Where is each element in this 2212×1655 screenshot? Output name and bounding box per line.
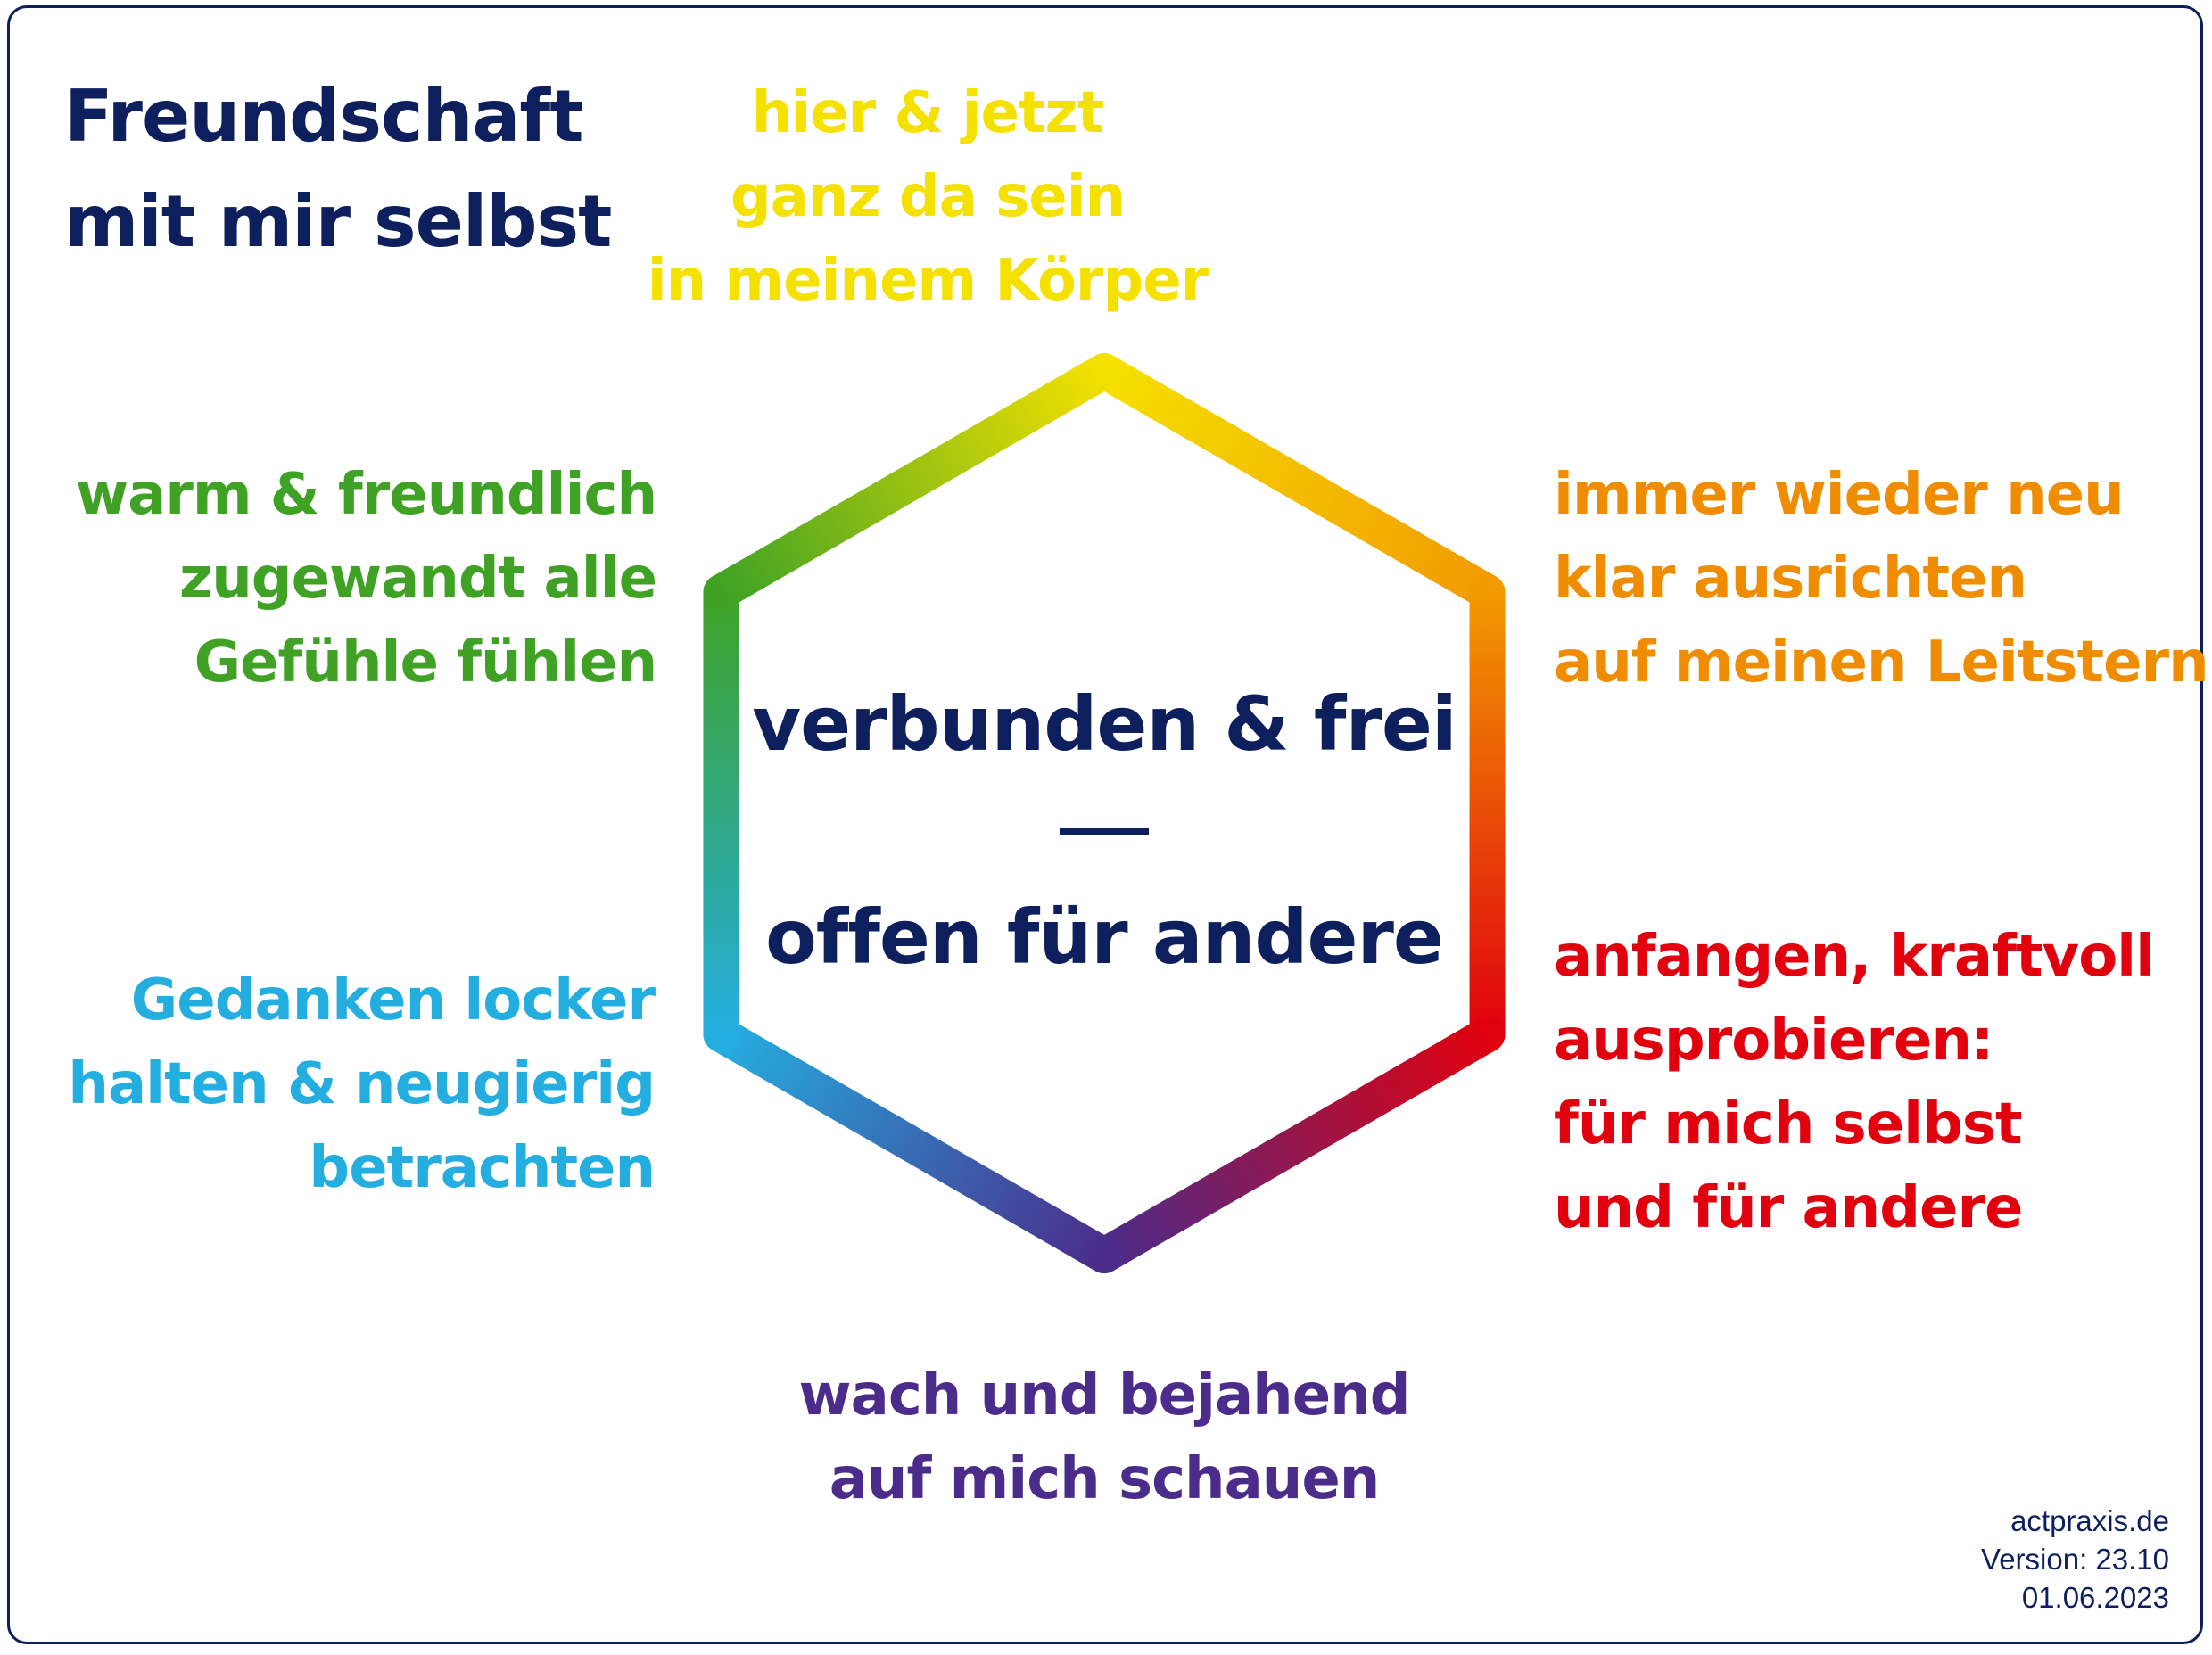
hexagon-edge-lower-right-to-bottom	[1086, 1017, 1506, 1273]
card-frame	[7, 5, 2203, 1644]
label-lower-right-line-1: anfangen, kraftvoll	[1554, 924, 2155, 990]
diagram-title: Freundschaft mit mir selbst	[64, 64, 612, 275]
label-upper-left-line-2: zugewandt alle	[178, 546, 657, 612]
center-line-1: verbunden & frei	[752, 680, 1457, 768]
label-lower-right-line-3: für mich selbst	[1554, 1091, 2023, 1157]
label-upper-right-line-2: klar ausrichten	[1554, 546, 2027, 612]
hexagon-edge-bottom-to-lower-left	[703, 1017, 1122, 1273]
footer-date: 01.06.2023	[2021, 1581, 2169, 1614]
label-bottom-line-1: wach und bejahend	[798, 1363, 1411, 1429]
label-upper-left-line-1: warm & freundlich	[75, 462, 657, 528]
label-bottom-line-2: auf mich schauen	[829, 1446, 1381, 1512]
hexagon-edge-top-to-upper-right	[1086, 353, 1506, 610]
footer-info: actpraxis.de Version: 23.10 01.06.2023	[1981, 1502, 2169, 1617]
label-top-line-1: hier & jetzt	[751, 80, 1105, 146]
footer-site: actpraxis.de	[2010, 1504, 2169, 1537]
label-upper-left-line-3: Gefühle fühlen	[194, 630, 657, 696]
label-lower-left-line-1: Gedanken locker	[130, 967, 656, 1033]
center-line-2: offen für andere	[765, 893, 1444, 981]
hexagon-edge-upper-left-to-top	[703, 353, 1122, 610]
center-separator	[1060, 828, 1149, 835]
footer-version: Version: 23.10	[1981, 1543, 2169, 1576]
label-top: hier & jetzt ganz da sein in meinem Körp…	[648, 71, 1209, 323]
label-upper-right: immer wieder neu klar ausrichten auf mei…	[1554, 453, 2209, 704]
label-lower-left-line-2: halten & neugierig	[68, 1051, 656, 1117]
label-lower-right: anfangen, kraftvoll ausprobieren: für mi…	[1554, 915, 2155, 1250]
label-upper-right-line-3: auf meinen Leitstern	[1554, 630, 2209, 696]
title-line-2: mit mir selbst	[64, 180, 612, 263]
label-lower-left-line-3: betrachten	[309, 1135, 656, 1201]
label-lower-right-line-2: ausprobieren:	[1554, 1008, 1993, 1074]
title-line-1: Freundschaft	[64, 75, 583, 158]
label-top-line-2: ganz da sein	[730, 164, 1126, 230]
label-upper-left: warm & freundlich zugewandt alle Gefühle…	[75, 453, 657, 704]
label-lower-left: Gedanken locker halten & neugierig betra…	[68, 959, 656, 1210]
label-upper-right-line-1: immer wieder neu	[1554, 462, 2125, 528]
label-lower-right-line-4: und für andere	[1554, 1175, 2023, 1241]
label-top-line-3: in meinem Körper	[647, 248, 1209, 314]
